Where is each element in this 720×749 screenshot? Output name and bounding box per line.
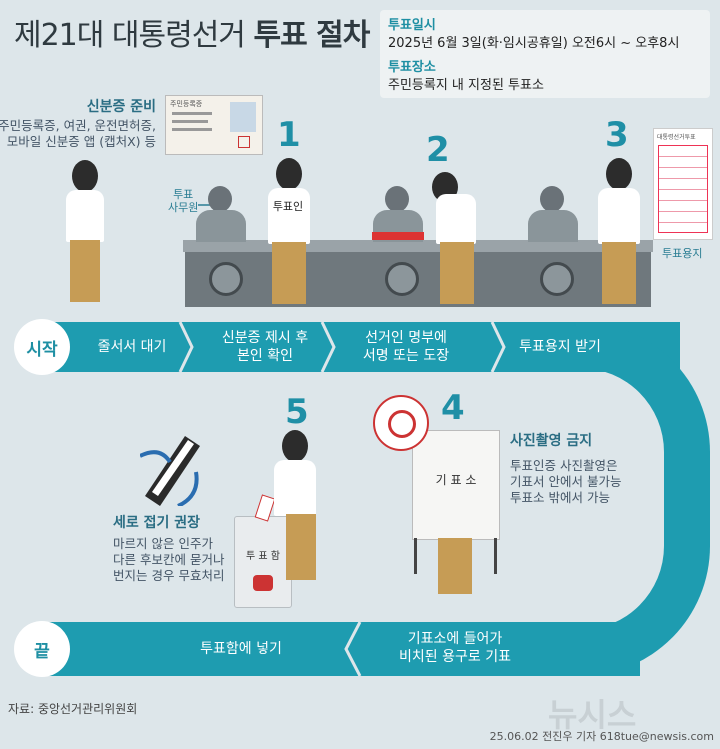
photo-ban-heading: 사진촬영 금지 [510, 433, 593, 449]
election-emblem-icon [540, 262, 574, 296]
photo-ban-line3: 투표소 밖에서 가능 [510, 490, 610, 505]
step-number-2: 2 [426, 130, 450, 170]
flow-band-top [40, 322, 680, 372]
title-pre: 제21대 대통령선거 [14, 18, 246, 53]
voter-step1 [276, 158, 302, 190]
fold-line2: 다른 후보칸에 묻거나 [113, 552, 225, 567]
ballot-box-label: 투 표 함 [246, 551, 280, 562]
place-text: 주민등록지 내 지정된 투표소 [388, 78, 544, 93]
step-wait: 줄서서 대기 [97, 339, 167, 355]
id-card: 주민등록증 [165, 95, 263, 155]
ballot-stamp-icon [388, 410, 416, 438]
id-photo [230, 102, 256, 132]
id-card-title: 주민등록증 [170, 100, 203, 108]
step-number-3: 3 [605, 115, 629, 155]
date-label: 투표일시 [388, 18, 436, 33]
step-number-5: 5 [285, 392, 309, 432]
date-text: 2025년 6월 3일(화·임시공휴일) 오전6시 ~ 오후8시 [388, 36, 680, 51]
step-sign: 선거인 명부에 서명 또는 도장 [362, 330, 450, 364]
page-title: 제21대 대통령선거 투표 절차 [14, 10, 370, 54]
fold-heading: 세로 접기 권장 [113, 515, 201, 531]
step-number-1: 1 [277, 115, 301, 155]
step-id-check: 신분증 제시 후 본인 확인 [221, 330, 309, 364]
fold-line3: 번지는 경우 무효처리 [113, 568, 225, 583]
fold-ballot-icon [140, 436, 200, 506]
election-emblem-icon [385, 262, 419, 296]
staff-person [540, 186, 564, 212]
step-number-4: 4 [441, 388, 465, 428]
staff-label: 투표 사무원 [168, 188, 199, 214]
booth-label: 기 표 소 [435, 473, 477, 487]
step-mark-booth: 기표소에 들어가 비치된 용구로 기표 [399, 631, 511, 665]
voter-step3 [606, 158, 632, 190]
id-prep-heading: 신분증 준비 [86, 99, 156, 115]
photo-ban-line2: 기표서 안에서 불가능 [510, 474, 622, 489]
fold-line1: 마르지 않은 인주가 [113, 536, 213, 551]
credit-text: 25.06.02 전진우 기자 618tue@newsis.com [489, 730, 714, 743]
title-bold: 투표 절차 [253, 18, 370, 53]
voting-booth: 기 표 소 [412, 430, 500, 540]
staff-person [208, 186, 232, 212]
source-text: 자료: 중앙선거관리위원회 [8, 702, 138, 716]
ballot-box: 투 표 함 [234, 516, 292, 608]
chevron-dividers [344, 622, 362, 676]
info-box: 투표일시 2025년 6월 3일(화·임시공휴일) 오전6시 ~ 오후8시 투표… [380, 10, 710, 98]
election-emblem-icon [209, 262, 243, 296]
voter-waiting [72, 160, 98, 192]
ballot-paper-label: 투표용지 [662, 247, 703, 260]
voter-tag: 투표인 [272, 200, 304, 213]
nec-logo-icon [253, 575, 273, 591]
photo-ban-line1: 투표인증 사진촬영은 [510, 458, 618, 473]
ballot-paper-sheet: 대통령선거투표 [653, 128, 713, 240]
watermark: 뉴시스 [548, 696, 637, 734]
voter-register-book [372, 232, 424, 240]
no-camera-bubble [373, 395, 429, 451]
start-tab: 시작 [14, 319, 70, 375]
chevron-dividers [178, 322, 506, 372]
place-label: 투표장소 [388, 60, 436, 75]
end-tab: 끝 [14, 621, 70, 677]
voter-step5 [282, 430, 308, 462]
id-prep-line1: 주민등록증, 여권, 운전면허증, [0, 118, 156, 133]
ballot-sheet-title: 대통령선거투표 [657, 134, 696, 141]
step-receive-ballot: 투표용지 받기 [519, 339, 601, 355]
voter-in-booth [438, 538, 472, 594]
staff-person [385, 186, 409, 212]
id-prep-line2: 모바일 신분증 앱 (캡처X) 등 [6, 134, 156, 149]
flow-band-bottom [40, 622, 640, 676]
step-insert-box: 투표함에 넣기 [200, 641, 282, 657]
